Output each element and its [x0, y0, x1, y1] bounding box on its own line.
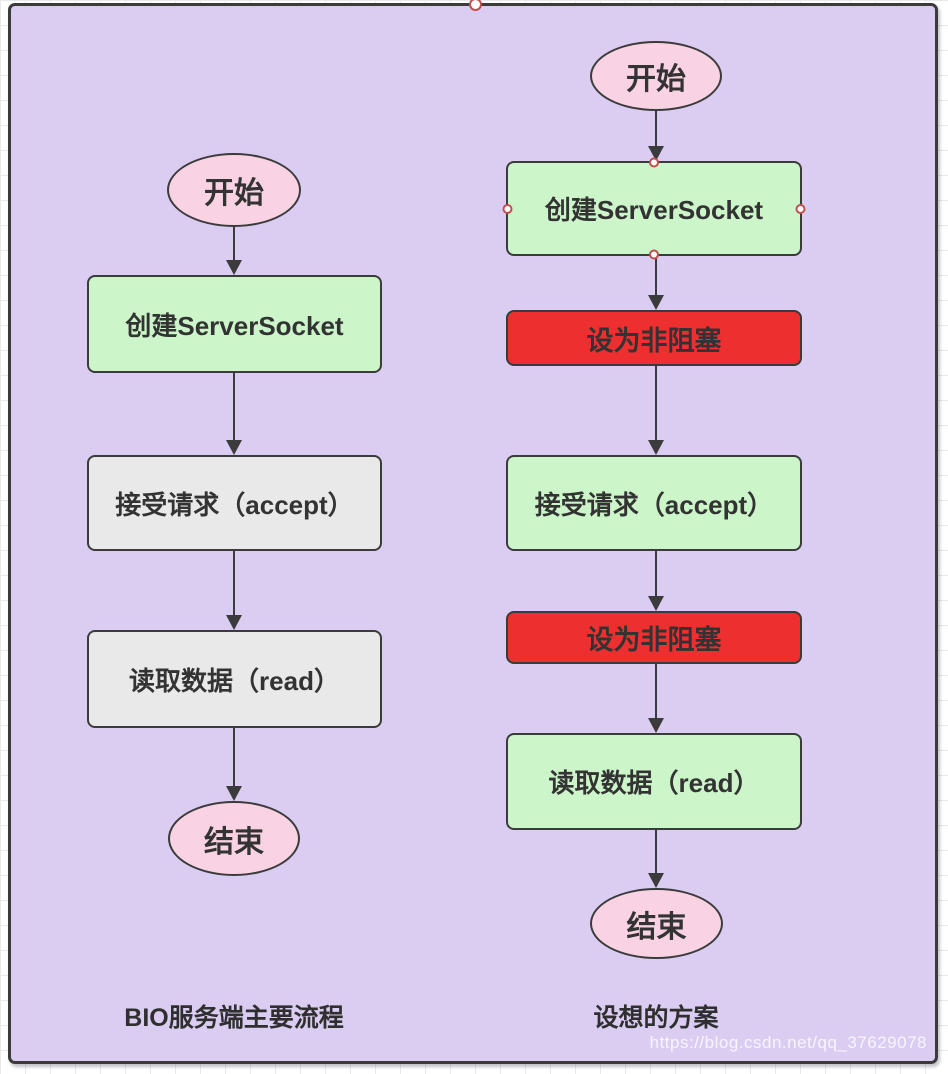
process-node-label: 设为非阻塞: [586, 325, 722, 356]
arrow-shaft: [232, 373, 236, 442]
arrow-head-icon: [648, 295, 664, 310]
process-node-read[interactable]: 读取数据（read）: [506, 733, 802, 830]
flow-title-bio: BIO服务端主要流程: [124, 1004, 344, 1032]
start-node[interactable]: 开始: [167, 153, 301, 227]
end-node-label: 结束: [204, 825, 264, 859]
connection-handle-bottom-icon[interactable]: [649, 249, 659, 260]
process-node-create-serversocket[interactable]: 创建ServerSocket: [87, 275, 382, 373]
arrow-shaft: [654, 111, 658, 148]
connection-handle-left-icon[interactable]: [502, 203, 513, 214]
watermark-text: https://blog.csdn.net/qq_37629078: [649, 1033, 927, 1052]
process-node-set-nonblocking-2[interactable]: 设为非阻塞: [506, 611, 802, 664]
process-node-label: 设为非阻塞: [586, 625, 722, 655]
end-node-label: 结束: [626, 910, 687, 944]
arrow-shaft: [654, 366, 658, 442]
arrow-head-icon: [226, 786, 242, 801]
arrow-shaft: [232, 551, 236, 617]
arrow-head-icon: [648, 873, 664, 888]
process-node-accept[interactable]: 接受请求（accept）: [506, 455, 802, 551]
connection-handle-right-icon[interactable]: [795, 203, 806, 214]
arrow-head-icon: [648, 596, 664, 611]
connection-handle-top-icon[interactable]: [649, 157, 659, 168]
start-node-label: 开始: [204, 177, 264, 210]
flow-title-proposed: 设想的方案: [593, 1004, 719, 1032]
process-node-set-nonblocking-1[interactable]: 设为非阻塞: [506, 310, 802, 366]
process-node-accept[interactable]: 接受请求（accept）: [87, 455, 382, 551]
arrow-shaft: [232, 227, 236, 262]
arrow-head-icon: [226, 615, 242, 630]
process-node-create-serversocket-selected[interactable]: 创建ServerSocket: [502, 157, 806, 260]
process-node-label: 接受请求（accept）: [115, 489, 354, 520]
arrow-head-icon: [226, 260, 242, 275]
process-node-read[interactable]: 读取数据（read）: [87, 630, 382, 728]
end-node[interactable]: 结束: [590, 888, 723, 959]
arrow-shaft: [654, 551, 658, 598]
arrow-head-icon: [648, 146, 664, 161]
start-node[interactable]: 开始: [590, 41, 722, 111]
arrow-head-icon: [648, 440, 664, 455]
process-node-label: 读取数据（read）: [548, 768, 760, 798]
arrow-shaft: [654, 256, 658, 297]
diagram-canvas[interactable]: 开始 创建ServerSocket 接受请求（accept） 读取数据（read…: [8, 0, 938, 1064]
end-node[interactable]: 结束: [168, 801, 300, 876]
arrow-shaft: [232, 728, 236, 788]
process-node-label: 创建ServerSocket: [544, 195, 764, 225]
arrow-head-icon: [226, 440, 242, 455]
start-node-label: 开始: [626, 63, 686, 96]
canvas-top-connection-handle-icon[interactable]: [469, 0, 482, 11]
arrow-shaft: [654, 664, 658, 720]
arrow-head-icon: [648, 718, 664, 733]
arrow-shaft: [654, 830, 658, 875]
process-node-label: 创建ServerSocket: [125, 310, 344, 341]
process-node-label: 接受请求（accept）: [534, 489, 774, 520]
process-node-label: 读取数据（read）: [129, 665, 340, 696]
